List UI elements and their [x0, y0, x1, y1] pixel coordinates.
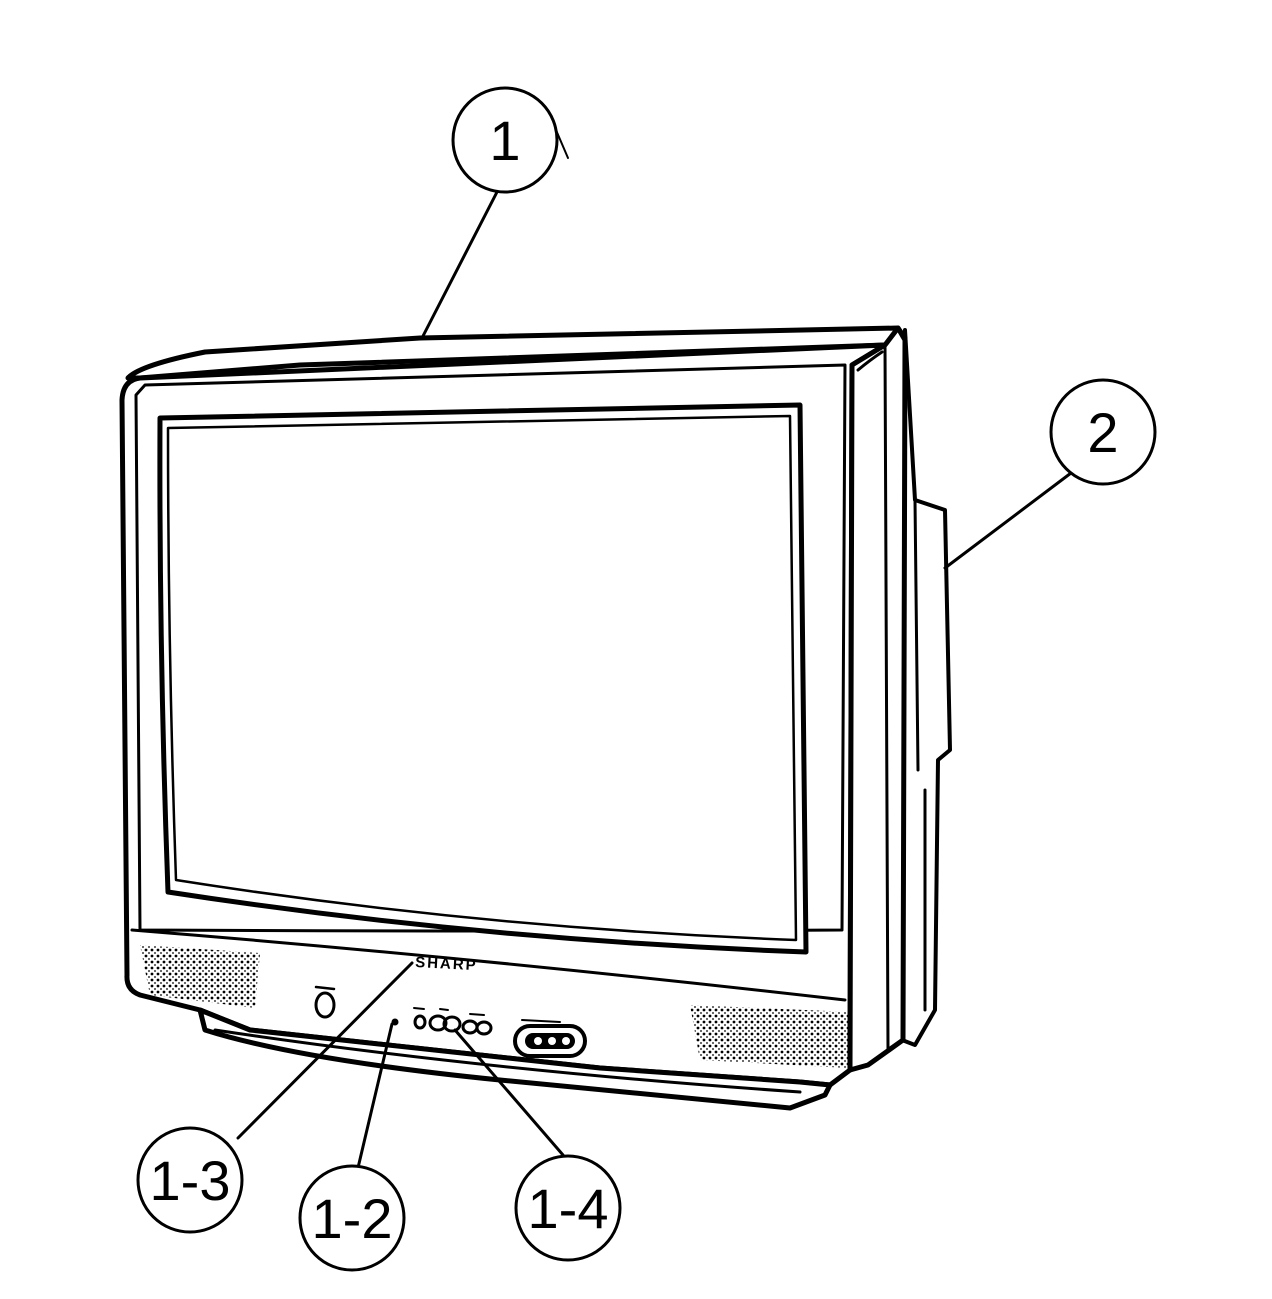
cabinet-side: [847, 325, 908, 1073]
leader-lines: [236, 129, 1077, 1174]
front-buttons: [413, 1007, 493, 1036]
svg-text:1: 1: [489, 109, 520, 172]
right-speaker-grille: [690, 1005, 850, 1068]
callout-2: 2: [1049, 378, 1157, 486]
left-speaker-grille: [140, 945, 260, 1008]
av-input-jacks: [513, 1019, 587, 1058]
back-cabinet: [900, 328, 952, 1047]
cabinet-base: [197, 1007, 833, 1111]
control-panel: SHARP: [130, 928, 850, 1068]
callout-1-4: 1-4: [514, 1154, 622, 1262]
svg-text:1-4: 1-4: [528, 1177, 609, 1240]
crt-screen: [157, 402, 809, 955]
power-button: [314, 985, 336, 1019]
callout-1-2: 1-2: [298, 1164, 406, 1272]
svg-text:1-3: 1-3: [150, 1149, 231, 1212]
callout-1-3: 1-3: [136, 1126, 244, 1234]
callout-1: 1: [451, 86, 559, 194]
svg-text:1-2: 1-2: [312, 1187, 393, 1250]
brand-logo: SHARP: [415, 954, 478, 974]
svg-text:2: 2: [1087, 401, 1118, 464]
